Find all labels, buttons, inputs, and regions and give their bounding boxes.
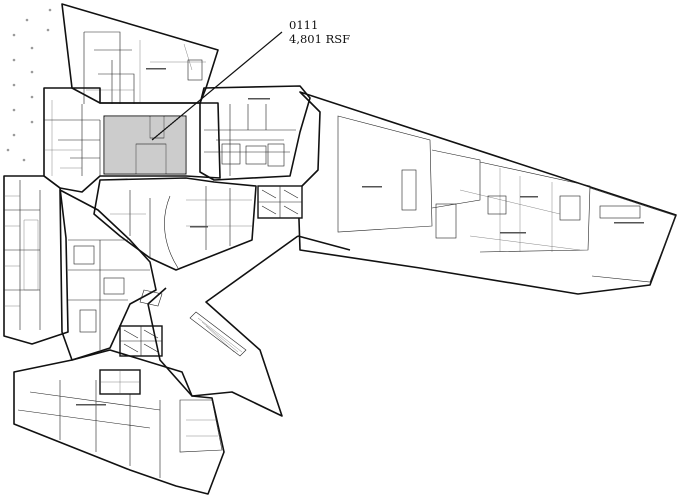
plaza-outline [147,235,351,417]
callout-leader [151,31,283,141]
suite-area: 4,801 RSF [289,32,351,46]
atrium-block [93,177,257,271]
plaza-steps [139,289,163,307]
east-wing [297,91,677,295]
stair-core-southwest [119,325,163,357]
stair-core-center [257,185,303,219]
suite-hatching [105,117,185,173]
room-label-markers [76,68,644,406]
south-wing [13,349,225,495]
middle-west-block [59,189,157,361]
service-core-north [199,85,311,181]
suite-number: 0111 [289,18,319,32]
column-grid-dots [6,8,52,162]
suite-callout: 0111 4,801 RSF [289,18,350,46]
north-wing [61,3,219,104]
west-block [3,175,69,345]
suite-0111-area [103,115,187,175]
